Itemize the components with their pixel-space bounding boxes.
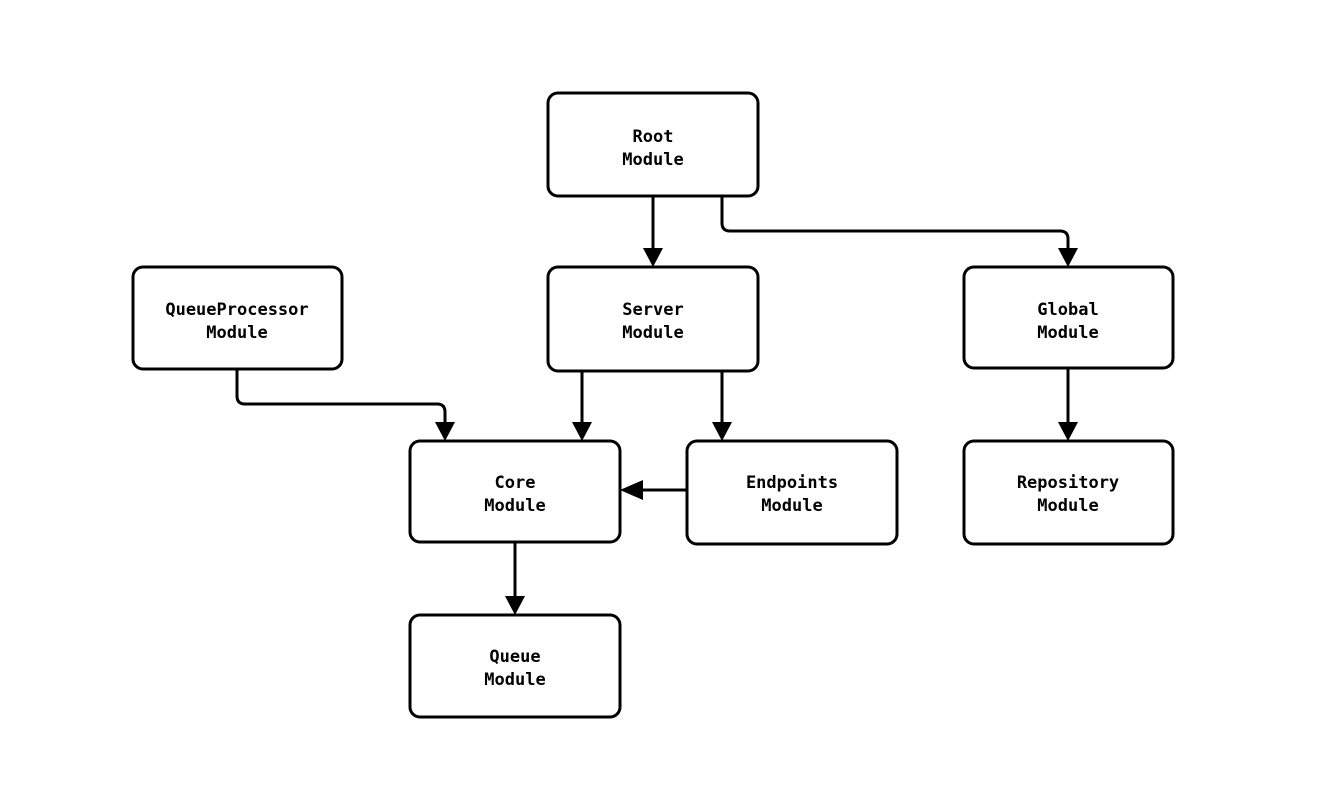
node-queue-module[interactable]: Queue Module (408, 613, 622, 719)
node-queueprocessor-module-box[interactable] (131, 265, 344, 371)
node-endpoints-module-box[interactable] (685, 439, 899, 546)
arrowhead-icon (505, 596, 525, 615)
node-endpoints-module-label-line1: Endpoints (746, 473, 838, 493)
node-global-module-label-line1: Global (1037, 300, 1098, 320)
node-root-module[interactable]: Root Module (546, 91, 760, 198)
node-root-module-label-line1: Root (633, 127, 674, 147)
node-global-module-label-line2: Module (1037, 323, 1098, 343)
edge-layer (235, 196, 1078, 615)
arrowhead-icon (572, 422, 592, 441)
arrowhead-icon (435, 422, 455, 441)
node-repository-module-label-line2: Module (1037, 496, 1098, 516)
node-repository-module-box[interactable] (962, 439, 1175, 546)
node-queue-module-box[interactable] (408, 613, 622, 719)
node-core-module-label-line1: Core (495, 473, 536, 493)
arrowhead-icon (643, 248, 663, 267)
node-server-module-box[interactable] (546, 265, 760, 373)
node-root-module-box[interactable] (546, 91, 760, 198)
node-endpoints-module[interactable]: Endpoints Module (685, 439, 899, 546)
arrowhead-icon (712, 422, 732, 441)
edge-endpoints-to-core (620, 480, 687, 500)
node-server-module-label-line2: Module (622, 323, 683, 343)
node-core-module[interactable]: Core Module (408, 439, 622, 544)
edge-core-to-queue (505, 542, 525, 615)
arrowhead-icon (1058, 248, 1078, 267)
node-server-module-label-line1: Server (622, 300, 683, 320)
edge-global-to-repository (1058, 368, 1078, 441)
node-global-module-box[interactable] (962, 265, 1175, 370)
node-repository-module-label-line1: Repository (1017, 473, 1119, 493)
edge-root-to-server (643, 196, 663, 267)
node-queueprocessor-module-label-line2: Module (206, 323, 267, 343)
node-queueprocessor-module-label-line1: QueueProcessor (165, 300, 308, 320)
edge-root-to-global (720, 196, 1078, 267)
node-endpoints-module-label-line2: Module (761, 496, 822, 516)
node-core-module-label-line2: Module (484, 496, 545, 516)
node-core-module-box[interactable] (408, 439, 622, 544)
node-server-module[interactable]: Server Module (546, 265, 760, 373)
node-layer: Root Module QueueProcessor Module Server… (131, 91, 1175, 719)
edge-queueprocessor-to-core (235, 369, 455, 441)
arrowhead-icon (1058, 422, 1078, 441)
node-repository-module[interactable]: Repository Module (962, 439, 1175, 546)
arrowhead-icon (620, 480, 643, 500)
node-root-module-label-line2: Module (622, 150, 683, 170)
node-queue-module-label-line2: Module (484, 670, 545, 690)
node-global-module[interactable]: Global Module (962, 265, 1175, 370)
node-queueprocessor-module[interactable]: QueueProcessor Module (131, 265, 344, 371)
edge-server-to-core (572, 371, 592, 441)
node-queue-module-label-line1: Queue (489, 647, 540, 667)
edge-server-to-endpoints (712, 371, 732, 441)
